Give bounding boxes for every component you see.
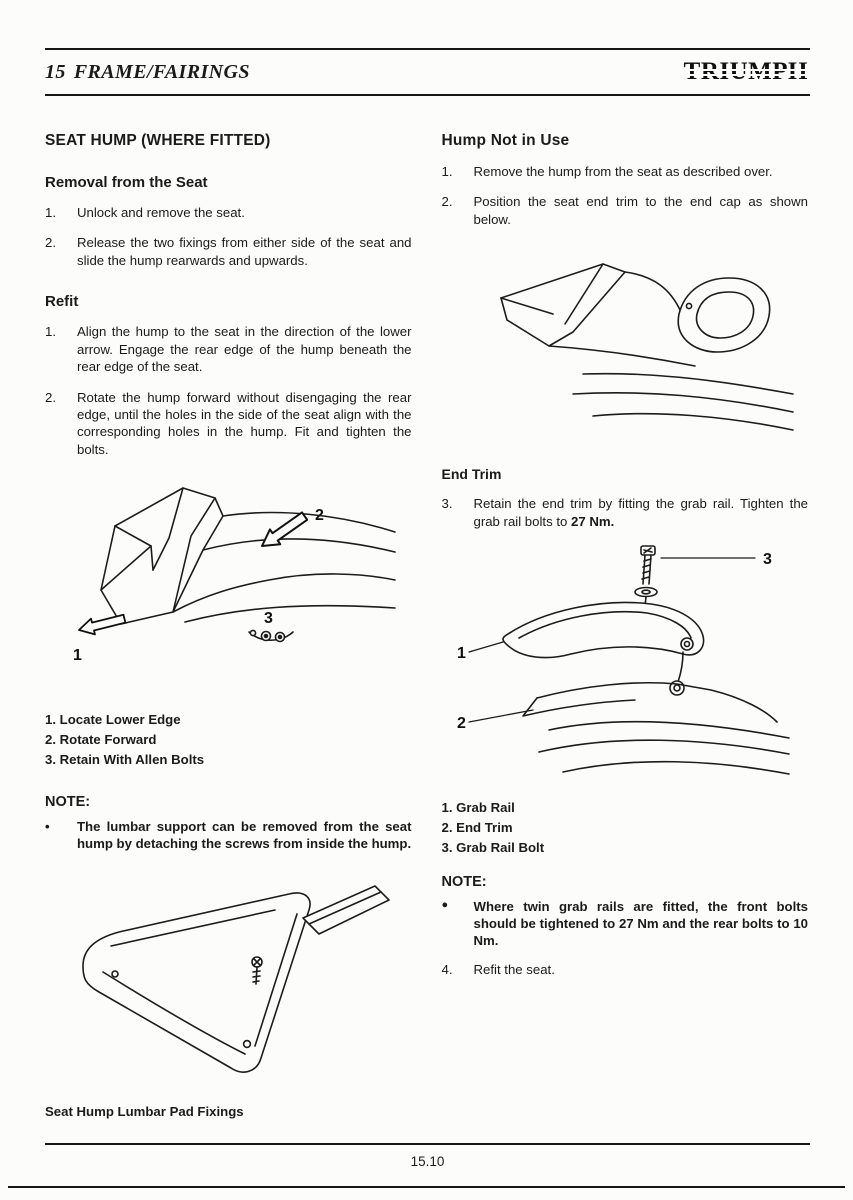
- removal-heading: Removal from the Seat: [45, 174, 208, 191]
- section-number: 15: [45, 60, 66, 83]
- footer-rule: [45, 1143, 810, 1145]
- figure4-key-line: 1. Grab Rail: [441, 800, 515, 816]
- figure-grab-rail-diagram: 3 1 2: [457, 545, 791, 775]
- page-footer: 15.10: [45, 1143, 810, 1169]
- section-heading: 15 FRAME/FAIRINGS: [45, 61, 250, 84]
- figure-hump-refit-diagram: 2 1 3: [73, 487, 396, 664]
- right-column: Hump Not in Use 1. Remove the hump from …: [442, 130, 811, 1119]
- section-main-title: SEAT HUMP (WHERE FITTED): [45, 132, 271, 149]
- end-trim-step-3: 3. Retain the end trim by fitting the gr…: [441, 496, 809, 529]
- locate-lower-edge-arrow: [77, 614, 127, 636]
- figure1-key-line: 3. Retain With Allen Bolts: [45, 751, 205, 767]
- right-note-heading: NOTE:: [441, 873, 487, 890]
- rotate-forward-arrow: [260, 511, 308, 548]
- bullet-glyph: ●: [441, 898, 449, 911]
- figure1-key-line: 2. Rotate Forward: [45, 732, 157, 748]
- removal-step-2: 2. Release the two fixings from either s…: [45, 235, 412, 268]
- figure1-key-line: 1. Locate Lower Edge: [45, 712, 181, 728]
- figure4-label-3: 3: [763, 551, 772, 568]
- triumph-logo-text: TRIUMPH: [683, 58, 808, 85]
- refit-heading: Refit: [45, 293, 79, 311]
- left-note-bullet: • The lumbar support can be removed from…: [45, 818, 412, 852]
- removal-step-1: 1. Unlock and remove the seat.: [45, 205, 245, 220]
- hump-step-1: 1. Remove the hump from the seat as desc…: [441, 164, 773, 179]
- refit-step-1: 1. Align the hump to the seat in the dir…: [45, 324, 412, 375]
- left-note-heading: NOTE:: [45, 793, 91, 810]
- end-trim-heading: End Trim: [441, 466, 502, 483]
- screw-icon: [250, 956, 263, 986]
- logo-pinstripe: [683, 74, 808, 77]
- logo-pinstripe: [683, 68, 808, 71]
- header-bottom-rule: [45, 94, 810, 96]
- figure4-key-line: 2. End Trim: [441, 819, 513, 835]
- figure4-key-line: 3. Grab Rail Bolt: [441, 839, 545, 855]
- right-note-bullet: ● Where twin grab rails are fitted, the …: [441, 898, 809, 949]
- page-number: 15.10: [410, 1154, 445, 1169]
- grab-rail-bolt-icon: [634, 545, 659, 607]
- step3-text: Retain the end trim by fitting the grab …: [473, 496, 809, 529]
- figure2-caption: Seat Hump Lumbar Pad Fixings: [45, 1104, 244, 1120]
- hump-not-in-use-title: Hump Not in Use: [441, 132, 570, 149]
- triumph-logo: TRIUMPH: [683, 58, 808, 86]
- page-header: 15 FRAME/FAIRINGS TRIUMPH: [45, 0, 810, 96]
- refit-step-2: 2. Rotate the hump forward without disen…: [45, 389, 412, 457]
- hump-step-2: 2. Position the seat end trim to the end…: [441, 194, 809, 227]
- figure4-label-1: 1: [457, 645, 466, 662]
- figure1-label-2: 2: [315, 507, 324, 524]
- page-content: SEAT HUMP (WHERE FITTED) Removal from th…: [45, 130, 810, 1119]
- bullet-glyph: •: [45, 818, 50, 834]
- figure1-label-1: 1: [73, 647, 82, 664]
- figure1-label-3: 3: [264, 610, 273, 627]
- hump-step-4: 4. Refit the seat.: [441, 961, 555, 977]
- page-bottom-rule: [8, 1186, 845, 1188]
- figure-end-trim-diagram: [500, 263, 795, 432]
- figure4-label-2: 2: [457, 715, 466, 732]
- figure-lumbar-pad-diagram: [81, 885, 390, 1074]
- figure4-key: 1. Grab Rail 2. End Trim 3. Grab Rail Bo…: [442, 798, 811, 857]
- section-title: FRAME/FAIRINGS: [73, 60, 250, 83]
- header-top-rule: [45, 48, 810, 50]
- torque-value: 27 Nm.: [571, 513, 615, 529]
- figure1-key: 1. Locate Lower Edge 2. Rotate Forward 3…: [45, 710, 414, 769]
- left-column: SEAT HUMP (WHERE FITTED) Removal from th…: [45, 130, 414, 1119]
